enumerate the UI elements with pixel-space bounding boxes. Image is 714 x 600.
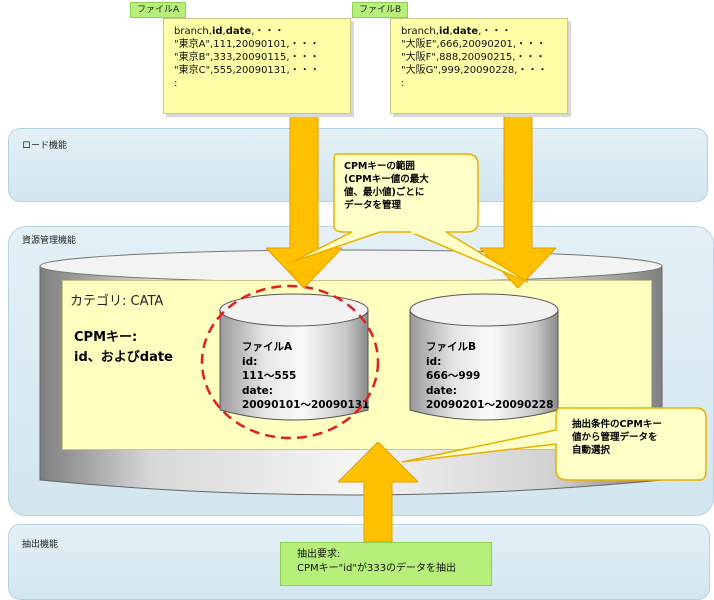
- auto-select-callout-text: 抽出条件のCPMキー 値から管理データを 自動選択: [572, 418, 662, 457]
- file-a-note: branch,id,date,・・・ "東京A",111,20090101,・・…: [163, 18, 351, 114]
- db-b-label: ファイルB id: 666～999 date: 20090201～2009022…: [426, 340, 553, 413]
- range-callout-line-1: CPMキーの範囲: [344, 161, 415, 172]
- file-b-line-4: "大阪G",999,20090228,・・・: [401, 65, 548, 76]
- cpm-key-value: id、およびdate: [74, 350, 173, 365]
- file-b-line-3: "大阪F",888,20090215,・・・: [401, 52, 546, 63]
- db-a-name: ファイルA: [242, 341, 293, 353]
- file-b-line-1: branch,id,date,・・・: [401, 26, 512, 37]
- category-label: カテゴリ: CATA: [70, 294, 164, 309]
- auto-select-callout-shape: [401, 407, 707, 481]
- file-a-tab: ファイルA: [130, 2, 187, 18]
- file-a-line-5: :: [174, 78, 178, 89]
- file-b-note: branch,id,date,・・・ "大阪E",666,20090201,・・…: [390, 18, 568, 114]
- db-b-date-label: date:: [426, 384, 457, 397]
- file-b-tab: ファイルB: [352, 2, 409, 18]
- arrow-down-b-icon: [480, 98, 556, 288]
- range-callout-line-3: 値、最小値)ごとに: [344, 187, 425, 198]
- file-a-line-2: "東京A",111,20090101,・・・: [174, 39, 320, 50]
- extract-request-title: 抽出要求:: [297, 549, 341, 560]
- extract-function-label: 抽出機能: [22, 540, 59, 550]
- db-cylinder-a: [219, 293, 369, 421]
- db-a-label: ファイルA id: 111～555 date: 20090101～2009013…: [242, 340, 369, 413]
- extract-request-box: 抽出要求: CPMキー"id"が333のデータを抽出: [280, 542, 492, 586]
- db-b-id-range: 666～999: [426, 370, 481, 382]
- file-a-line-4: "東京C",555,20090131,・・・: [174, 65, 320, 76]
- db-a-date-label: date:: [242, 384, 273, 397]
- db-cylinder-b: [409, 293, 559, 421]
- file-b-line-2: "大阪E",666,20090201,・・・: [401, 39, 547, 50]
- auto-select-line-3: 自動選択: [572, 445, 611, 456]
- file-b-line-5: :: [401, 78, 405, 89]
- extract-request-condition: CPMキー"id"が333のデータを抽出: [297, 563, 457, 574]
- range-callout-text: CPMキーの範囲 (CPMキー値の最大 値、最小値)ごとに データを管理: [344, 160, 429, 212]
- file-a-line-3: "東京B",333,20090115,・・・: [174, 52, 320, 63]
- range-callout-line-2: (CPMキー値の最大: [344, 174, 429, 185]
- db-b-date-range: 20090201～20090228: [426, 399, 554, 411]
- db-b-id-label: id:: [426, 355, 442, 368]
- selection-highlight: [200, 284, 380, 440]
- range-callout-line-4: データを管理: [344, 200, 402, 211]
- cpm-key-title: CPMキー:: [74, 330, 138, 345]
- range-callout-shape: [291, 153, 529, 283]
- file-a-line-1: branch,id,date,・・・: [174, 26, 285, 37]
- db-a-id-range: 111～555: [242, 370, 297, 382]
- auto-select-line-2: 値から管理データを: [572, 432, 658, 443]
- arrow-up-icon: [338, 442, 418, 542]
- arrow-down-a-icon: [266, 98, 342, 288]
- db-a-date-range: 20090101～20090131: [242, 399, 370, 411]
- db-b-name: ファイルB: [426, 341, 477, 353]
- resource-management-label: 資源管理機能: [22, 236, 77, 246]
- auto-select-line-1: 抽出条件のCPMキー: [572, 419, 662, 430]
- db-a-id-label: id:: [242, 355, 258, 368]
- load-function-label: ロード機能: [22, 141, 68, 151]
